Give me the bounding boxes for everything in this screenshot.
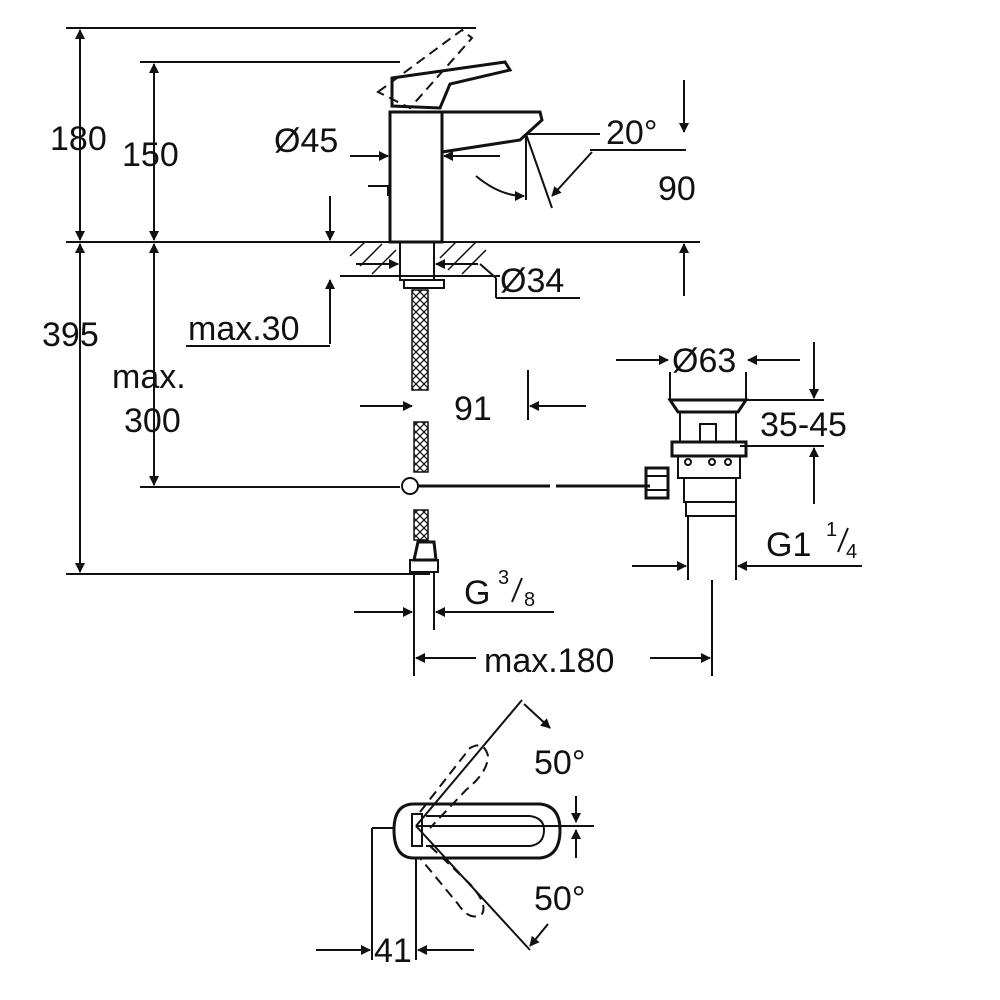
supply-hose-upper <box>411 289 429 391</box>
handle-top <box>392 802 562 860</box>
label-g1-quarter: G1 <box>766 526 811 564</box>
supply-hose-lower <box>413 509 429 541</box>
popup-rod-knob <box>368 185 391 196</box>
handle-top-dashed-up <box>419 744 490 829</box>
waste-plug <box>667 398 749 414</box>
dimension-labels: 180 150 Ø45 20° 90 Ø34 max.30 395 max. 3… <box>42 114 857 970</box>
label-150: 150 <box>122 136 179 174</box>
label-395: 395 <box>42 316 99 354</box>
label-90: 90 <box>658 170 696 208</box>
waste-flange <box>670 440 748 458</box>
label-g-eighth-num: 3 <box>498 567 509 589</box>
label-angle-50-up: 50° <box>534 744 585 782</box>
label-g-eighth: G <box>464 574 490 612</box>
spout <box>441 110 544 154</box>
pivot-nut <box>644 466 670 500</box>
label-angle-20: 20° <box>606 114 657 152</box>
dimension-lines <box>66 27 862 676</box>
lever-raised-outline <box>376 28 474 110</box>
rod-junction <box>401 477 419 495</box>
mounting-shank <box>399 241 435 281</box>
hose-fitting <box>412 540 438 562</box>
faucet-front-view <box>66 28 700 630</box>
label-max-180: max.180 <box>484 642 614 680</box>
label-41: 41 <box>374 932 412 970</box>
deck-hatching <box>349 241 487 275</box>
label-180: 180 <box>50 120 107 158</box>
label-35-45: 35-45 <box>760 406 847 444</box>
label-diameter-63: Ø63 <box>672 342 736 380</box>
label-300: 300 <box>124 402 181 440</box>
label-g1-quarter-num: 1 <box>826 519 837 541</box>
label-max-30: max.30 <box>188 310 300 348</box>
waste-assembly <box>644 398 749 580</box>
label-diameter-34: Ø34 <box>500 262 564 300</box>
lever <box>390 60 513 110</box>
label-91: 91 <box>454 390 492 428</box>
label-g1-quarter-den: 4 <box>846 541 857 563</box>
label-angle-50-down: 50° <box>534 880 585 918</box>
faucet-body <box>388 110 444 244</box>
label-max: max. <box>112 358 186 396</box>
label-diameter-45: Ø45 <box>274 122 338 160</box>
top-view <box>316 699 594 960</box>
label-g-eighth-den: 8 <box>524 589 535 611</box>
supply-hose-mid <box>413 421 429 473</box>
